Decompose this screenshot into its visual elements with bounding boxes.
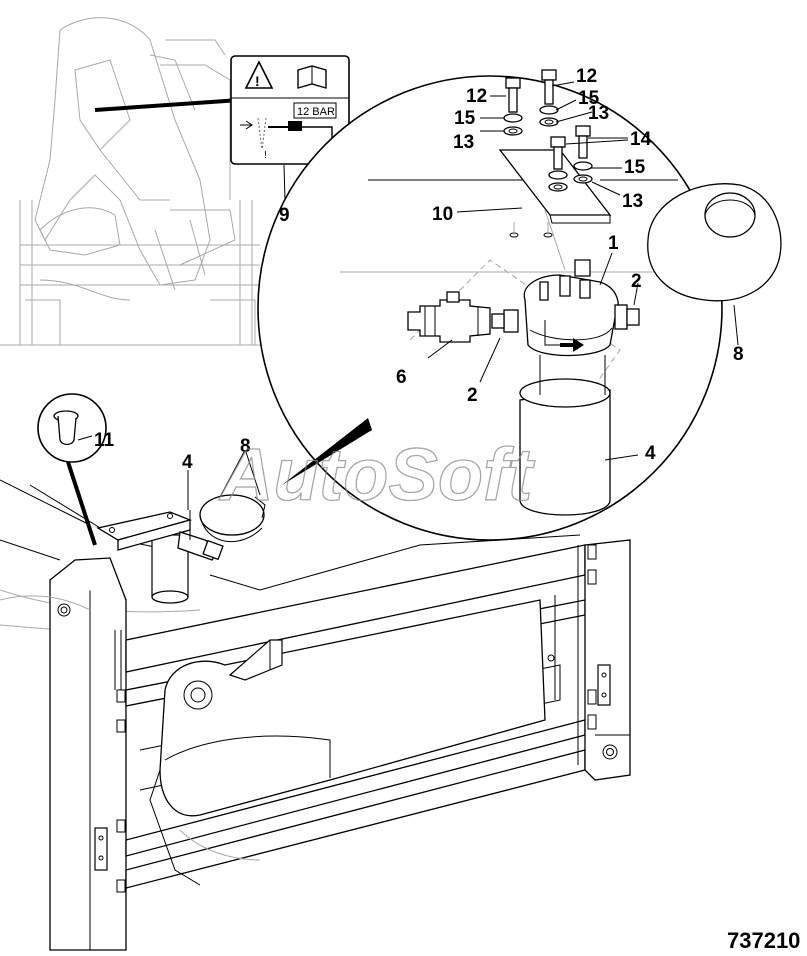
callout-12-left: 12 (466, 86, 487, 107)
fuel-filter (519, 259, 619, 516)
adaptor-left (491, 309, 519, 333)
pressure-rating: 12 BAR (297, 106, 335, 118)
callout-labels: 1 2 2 4 4 6 8 8 9 10 11 12 12 13 13 13 1… (94, 66, 744, 473)
warning-decal: ! 12 BAR ! (230, 55, 350, 201)
leader-lines (427, 81, 739, 461)
filter-assembly-installed (96, 494, 266, 561)
bolt-set-right (548, 125, 593, 192)
callout-4-filter: 4 (645, 443, 656, 464)
adaptor-right (614, 304, 640, 330)
callout-10: 10 (432, 204, 453, 225)
callout-13-lower: 13 (622, 191, 643, 212)
bolt-set-left (503, 69, 559, 136)
callout-8-detail: 8 (733, 344, 744, 365)
callout-6: 6 (396, 367, 407, 388)
svg-text:!: ! (255, 73, 260, 89)
watermark: AutoSoft (218, 433, 536, 516)
svg-text:!: ! (264, 150, 267, 161)
callout-4-installed: 4 (182, 452, 193, 473)
lower-leaders (187, 451, 261, 510)
callout-13-left: 13 (453, 132, 474, 153)
figure-number: 737210 (727, 928, 800, 953)
mounting-bracket (498, 149, 612, 238)
warning-triangle-icon: ! (244, 60, 274, 89)
callout-11: 11 (94, 430, 115, 451)
callout-2-left: 2 (467, 385, 478, 406)
magnified-detail (257, 69, 782, 541)
callout-8-installed: 8 (240, 436, 251, 457)
callout-15-left: 15 (454, 108, 476, 129)
plug-detail (37, 393, 107, 546)
fuel-connector (407, 291, 491, 343)
callout-1: 1 (608, 233, 619, 254)
callout-12-right: 12 (576, 66, 597, 87)
callout-15-lower: 15 (624, 157, 646, 178)
callout-13-upper: 13 (588, 103, 609, 124)
callout-2-right: 2 (631, 271, 642, 292)
chassis-frame (0, 479, 631, 951)
callout-14: 14 (630, 129, 652, 150)
callout-15-upper: 15 (578, 88, 600, 109)
book-icon (297, 65, 327, 89)
callout-9: 9 (279, 205, 290, 226)
accumulator (647, 183, 782, 302)
